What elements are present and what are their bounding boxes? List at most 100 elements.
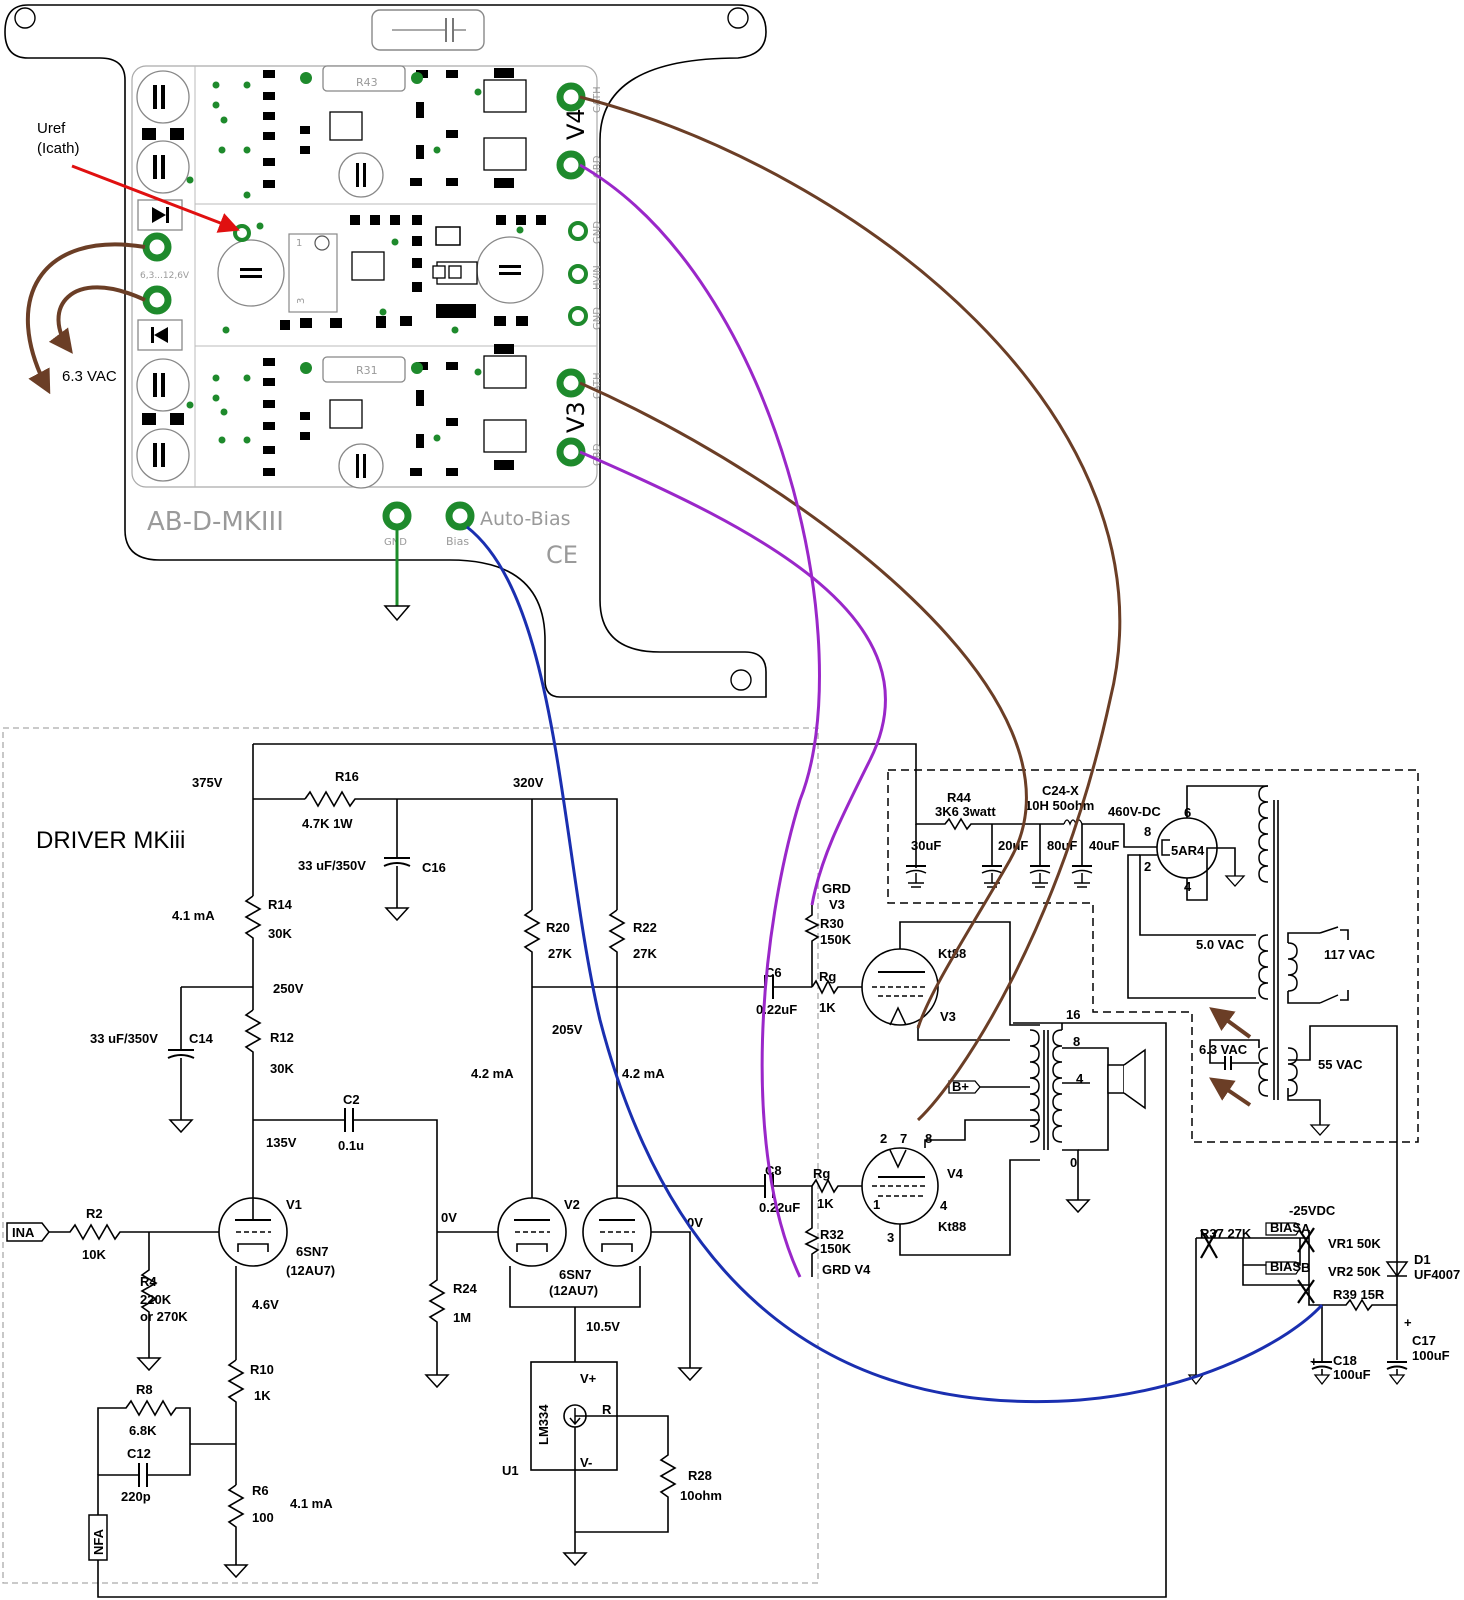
c17-value: 100uF	[1412, 1348, 1450, 1363]
r6-current: 4.1 mA	[290, 1496, 333, 1511]
grd-v3-label: GRD	[822, 881, 851, 896]
c30-label: 30uF	[911, 838, 941, 853]
r8-label: R8	[136, 1382, 153, 1397]
pin-8: 8	[925, 1131, 932, 1146]
regulators	[483, 79, 527, 453]
r30-value: 150K	[820, 932, 852, 947]
rg-b-label: Rg	[813, 1166, 830, 1181]
v3-grd-label: GRD	[592, 443, 603, 466]
rg-b-value: 1K	[817, 1196, 834, 1211]
heater-ac-label: 6.3 VAC	[62, 368, 117, 385]
bias-tag-b-text: BIAS	[1270, 1259, 1301, 1274]
hvin-label: HVIN	[592, 265, 603, 290]
r32-value: 150K	[820, 1241, 852, 1256]
gnd-top-label: GND	[592, 221, 603, 244]
pad-v3-cath[interactable]	[556, 368, 586, 398]
rect-pin-2: 2	[1144, 859, 1151, 874]
vac-63-label: 6.3 VAC	[1199, 1042, 1248, 1057]
tap-0: 0	[1070, 1155, 1077, 1170]
pad-gnd-mid[interactable]	[568, 306, 588, 326]
bplus-label: B+	[952, 1079, 969, 1094]
c40-label: 40uF	[1089, 838, 1119, 853]
r30-label: R30	[820, 916, 844, 931]
pad-v3-grd[interactable]	[556, 437, 586, 467]
pad-uref[interactable]	[233, 224, 251, 242]
pin-7: 7	[900, 1131, 907, 1146]
c2-label: C2	[343, 1092, 360, 1107]
v4-cath-label: CATH	[592, 86, 603, 113]
vr2-label: VR2 50K	[1328, 1264, 1381, 1279]
bias-supply: BIAS BIAS -25VDC R37 27K A B VR1 50K VR2…	[1187, 1203, 1460, 1386]
r37-label: R37 27K	[1200, 1226, 1252, 1241]
pad-bias[interactable]	[445, 501, 475, 531]
r22-label: R22	[633, 920, 657, 935]
c14-value: 33 uF/350V	[90, 1031, 158, 1046]
r4-label: R4	[140, 1274, 157, 1289]
v2-alt-type: (12AU7)	[549, 1283, 598, 1298]
v1-label: V1	[286, 1197, 302, 1212]
r4-alt-value: or 270K	[140, 1309, 188, 1324]
uref-label: Uref	[37, 120, 66, 137]
vac-117-label: 117 VAC	[1324, 947, 1376, 962]
pin-1: 1	[873, 1197, 880, 1212]
pad-heater-1[interactable]	[142, 232, 172, 262]
channel-v4-label: V4	[562, 108, 590, 140]
grd-v3-channel: V3	[829, 897, 845, 912]
r10-label: R10	[250, 1362, 274, 1377]
pad-heater-2[interactable]	[142, 285, 172, 315]
kt88-a-label: Kt88	[938, 946, 966, 961]
icath-label: (Icath)	[37, 140, 80, 157]
rect-pin-6: 6	[1184, 805, 1191, 820]
pad-v4-cath[interactable]	[556, 82, 586, 112]
ina-port[interactable]	[6, 1222, 50, 1242]
r6-value: 100	[252, 1510, 274, 1525]
node-135: 135V	[266, 1135, 297, 1150]
r24-value: 1M	[453, 1310, 471, 1325]
pad-v4-grd[interactable]	[556, 150, 586, 180]
nfa-port[interactable]	[88, 1514, 108, 1561]
trimmer-pin-1: 1	[296, 238, 302, 249]
r14-current: 4.1 mA	[172, 908, 215, 923]
r44-value: 3K6 3watt	[935, 804, 996, 819]
vac-55-label: 55 VAC	[1318, 1057, 1363, 1072]
v2a-current: 4.2 mA	[471, 1066, 514, 1081]
wire-v4-grd	[579, 163, 821, 1278]
interconnect-wires	[466, 95, 1324, 1403]
bias-tag-b	[1265, 1261, 1301, 1275]
r16-label: R16	[335, 769, 359, 784]
rg-a-label: Rg	[819, 969, 836, 984]
speaker	[1107, 1064, 1125, 1094]
r2-label: R2	[86, 1206, 103, 1221]
r4-value: 220K	[140, 1292, 172, 1307]
bias-tag-a	[1265, 1222, 1301, 1236]
c24-label: C24-X	[1042, 783, 1079, 798]
rail-375: 375V	[192, 775, 223, 790]
r14-value: 30K	[268, 926, 292, 941]
pad-gnd-top[interactable]	[568, 221, 588, 241]
psu-section: R44 3K6 3watt C24-X 10H 50ohm 460V-DC 30…	[887, 769, 1419, 1255]
r28-value: 10ohm	[680, 1488, 722, 1503]
pcb-outline	[4, 4, 767, 698]
driver-schematic: DRIVER MKiii	[2, 727, 1167, 1598]
v1-type: 6SN7	[296, 1244, 329, 1259]
resistor-r43	[322, 65, 406, 92]
c80-label: 80uF	[1047, 838, 1077, 853]
dc460-label: 460V-DC	[1108, 804, 1161, 819]
pad-gnd-bottom[interactable]	[382, 501, 412, 531]
node-205: 205V	[552, 1022, 583, 1037]
lm334-rpin: R	[602, 1402, 612, 1417]
heater-wire-1	[25, 242, 146, 395]
heater-wire-2	[48, 285, 146, 354]
r10-value: 1K	[254, 1388, 271, 1403]
driver-box	[2, 727, 819, 1584]
r22-value: 27K	[633, 946, 657, 961]
r8-value: 6.8K	[129, 1423, 157, 1438]
lm334-vplus: V+	[580, 1371, 597, 1386]
r12-value: 30K	[270, 1061, 294, 1076]
c8-value: 0.22uF	[759, 1200, 800, 1215]
r44-label: R44	[947, 790, 972, 805]
board-name: AB-D-MKIII	[147, 507, 284, 537]
ce-mark: CE	[546, 541, 578, 569]
pad-hvin[interactable]	[568, 264, 588, 284]
